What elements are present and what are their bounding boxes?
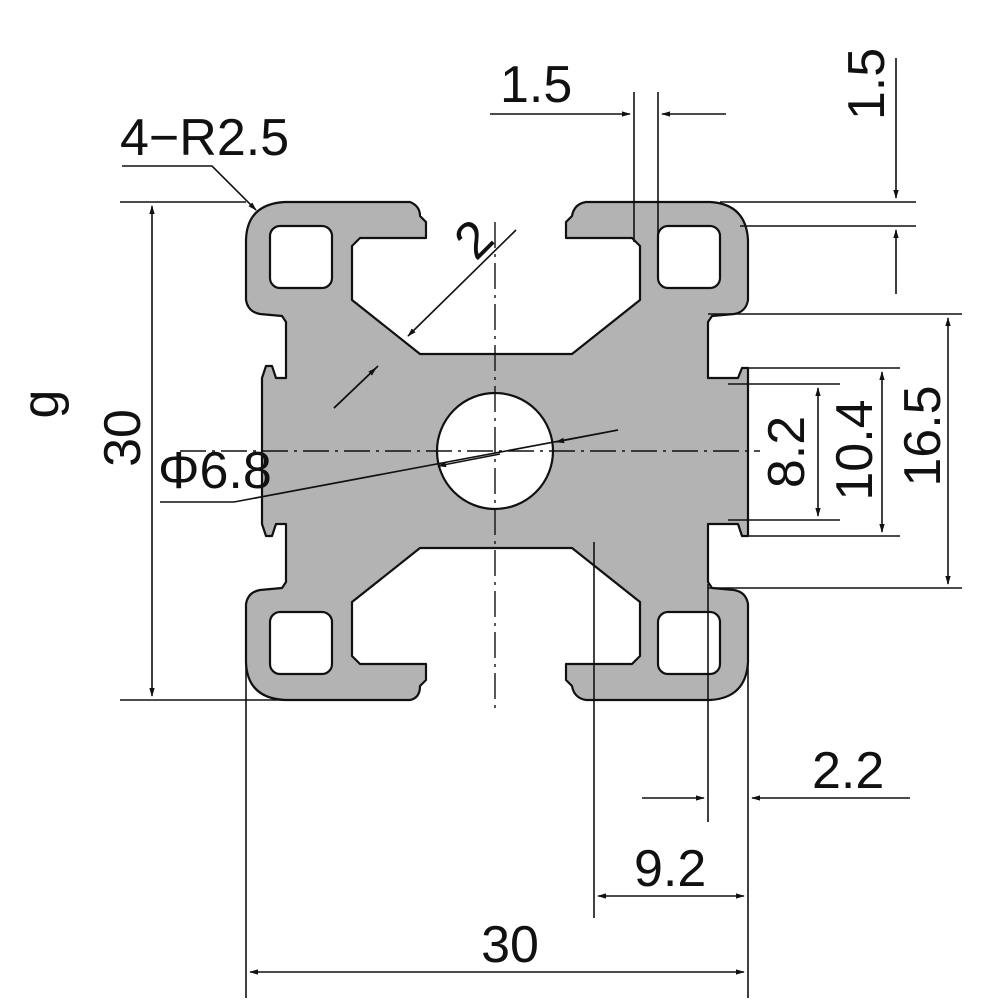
slot-inner-width-label: 16.5 [894, 385, 952, 486]
corner-hole [268, 610, 334, 676]
wall-thickness-label: 2 [443, 209, 504, 270]
corner-hole [656, 610, 722, 676]
dimension-lines [120, 58, 962, 998]
profile-body [244, 200, 750, 702]
side-marker-label: g [12, 390, 70, 419]
slot-lip-depth-label: 1.5 [838, 48, 896, 120]
height-total-label: 30 [94, 409, 152, 467]
corner-hole [268, 224, 334, 290]
extrusion-profile [244, 200, 750, 702]
lip-offset-label: 2.2 [812, 742, 884, 800]
slot-lip-width-label: 1.5 [500, 56, 572, 114]
center-lines [180, 222, 760, 712]
slot-mid-width-label: 10.4 [826, 399, 884, 500]
bore-diameter-label: Φ6.8 [158, 442, 272, 500]
corner-hole [656, 224, 722, 290]
slot-opening-label: 8.2 [758, 416, 816, 488]
corner-radius-label: 4−R2.5 [120, 109, 289, 167]
width-total-label: 30 [481, 916, 539, 974]
slot-depth-label: 9.2 [634, 840, 706, 898]
